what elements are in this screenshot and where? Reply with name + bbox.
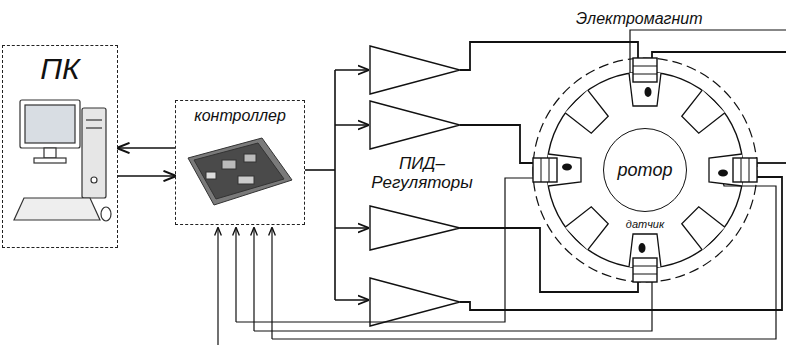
part-label: Электромагнит: [574, 10, 705, 28]
sensor-dot: [639, 243, 646, 253]
controller-board: [188, 138, 292, 205]
data-link: [118, 147, 175, 149]
dashed-block: контроллер: [175, 100, 305, 225]
electromagnet: [633, 58, 657, 97]
electromagnet: [633, 243, 657, 282]
coil-wires: [460, 42, 786, 310]
stator-tooth: [679, 204, 725, 250]
stator-tooth: [565, 90, 611, 136]
dashed-block: ПК: [2, 45, 118, 248]
sensor-dot: [645, 87, 652, 97]
stator-tooth: [565, 204, 611, 250]
electromagnet: [718, 158, 757, 182]
node-label: контроллер: [194, 107, 286, 125]
sensor-dot: [562, 164, 572, 171]
rotor-circle: ротор: [603, 128, 687, 212]
computer-icon: [14, 100, 111, 221]
sensor-feedback: [218, 30, 786, 345]
part-label: датчик: [624, 218, 666, 230]
group-label: ПИД– Регуляторы: [364, 155, 480, 192]
node-label: ПК: [40, 52, 79, 86]
electromagnet: [533, 158, 572, 182]
stator: [533, 58, 757, 282]
sensor-dot: [718, 170, 728, 177]
stator-tooth: [679, 90, 725, 136]
control-bus: [305, 70, 368, 300]
data-link: [118, 175, 175, 177]
node-label: ротор: [618, 160, 673, 181]
